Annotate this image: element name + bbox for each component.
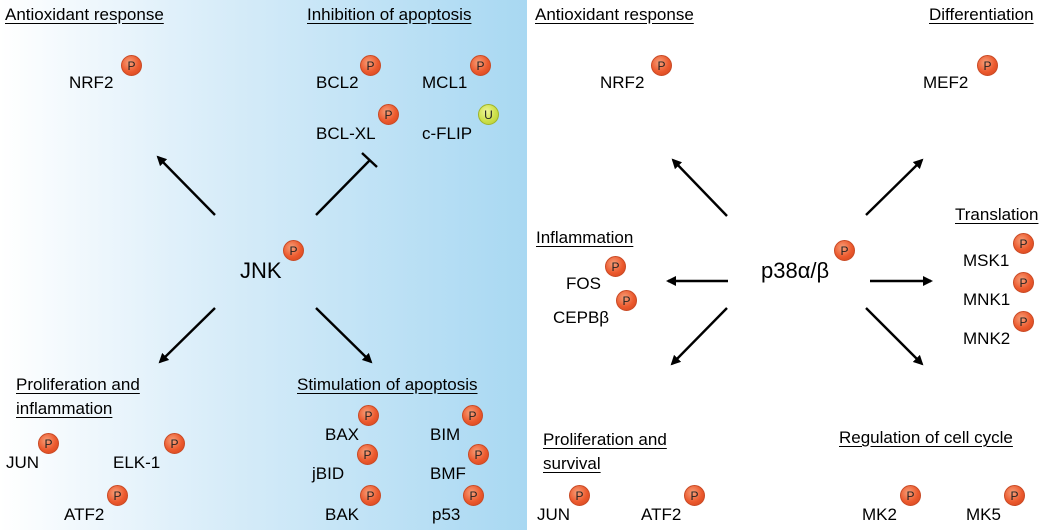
protein-mnk2: MNK2 — [963, 329, 1011, 348]
protein-cepbb: CEPBβ — [553, 308, 610, 327]
phospho-badge: P — [651, 55, 672, 76]
phospho-badge: P — [38, 433, 59, 454]
protein-bim: BIM — [430, 425, 461, 444]
phospho-badge: P — [684, 485, 705, 506]
heading-differentiation: Differentiation — [929, 5, 1034, 24]
heading-inhibition-of-apoptosis: Inhibition of apoptosis — [307, 5, 472, 24]
protein-nrf2-p38: NRF2 — [600, 73, 645, 92]
protein-bak: BAK — [325, 505, 360, 524]
protein-mef2: MEF2 — [923, 73, 969, 92]
arrow-p38-differentiation — [865, 158, 924, 216]
protein-c-flip: c-FLIP — [422, 124, 473, 143]
arrow-p38-proliferation — [670, 307, 728, 366]
phospho-badge: P — [358, 405, 379, 426]
jnk-panel — [0, 0, 528, 530]
arrow-p38-antioxidant — [671, 158, 728, 217]
phospho-badge: P — [468, 444, 489, 465]
protein-bmf: BMF — [430, 464, 466, 483]
phospho-badge: P — [164, 433, 185, 454]
protein-msk1: MSK1 — [963, 251, 1010, 270]
protein-atf2: ATF2 — [64, 505, 105, 524]
protein-bax: BAX — [325, 425, 360, 444]
protein-mk2: MK2 — [862, 505, 897, 524]
phospho-badge: P — [977, 55, 998, 76]
phospho-badge: P — [605, 256, 626, 277]
heading-antioxidant-response: Antioxidant response — [5, 5, 164, 24]
heading-proliferation-survival-line1: Proliferation and — [543, 430, 667, 449]
protein-bcl2: BCL2 — [316, 73, 359, 92]
arrow-jnk-proliferation — [158, 307, 216, 364]
phospho-badge: P — [470, 55, 491, 76]
phospho-badge: P — [1004, 485, 1025, 506]
heading-regulation-of-cell-cycle: Regulation of cell cycle — [839, 428, 1013, 447]
protein-jbid: jBID — [312, 464, 345, 483]
phospho-badge: P — [357, 444, 378, 465]
kinase-jnk: JNK — [240, 258, 282, 283]
arrow-jnk-antioxidant — [156, 155, 216, 216]
inhibit-bar — [361, 152, 378, 168]
phospho-badge: P — [283, 240, 304, 261]
ubiquitin-badge: U — [478, 104, 499, 125]
phospho-badge: P — [1013, 233, 1034, 254]
heading-translation: Translation — [955, 205, 1039, 224]
protein-fos: FOS — [566, 274, 601, 293]
phospho-badge: P — [463, 485, 484, 506]
phospho-badge: P — [834, 240, 855, 261]
kinase-p38: p38α/β — [761, 258, 830, 283]
phospho-badge: P — [360, 485, 381, 506]
phospho-badge: P — [378, 104, 399, 125]
protein-nrf2: NRF2 — [69, 73, 114, 92]
protein-mk5: MK5 — [966, 505, 1001, 524]
arrow-p38-cellcycle — [865, 307, 924, 366]
protein-mnk1: MNK1 — [963, 290, 1011, 309]
phospho-badge: P — [616, 290, 637, 311]
protein-bcl-xl: BCL-XL — [316, 124, 376, 143]
protein-atf2-p38: ATF2 — [641, 505, 682, 524]
heading-proliferation-line2: inflammation — [16, 399, 113, 418]
protein-p53: p53 — [432, 505, 461, 524]
phospho-badge: P — [360, 55, 381, 76]
protein-jun-p38: JUN — [537, 505, 571, 524]
protein-elk-1: ELK-1 — [113, 453, 161, 472]
phospho-badge: P — [569, 485, 590, 506]
phospho-badge: P — [1013, 272, 1034, 293]
heading-inflammation: Inflammation — [536, 228, 634, 247]
phospho-badge: P — [900, 485, 921, 506]
protein-mcl1: MCL1 — [422, 73, 468, 92]
heading-proliferation-survival-line2: survival — [543, 454, 601, 473]
phospho-badge: P — [121, 55, 142, 76]
phospho-badge: P — [1013, 311, 1034, 332]
heading-antioxidant-response-p38: Antioxidant response — [535, 5, 694, 24]
protein-jun: JUN — [6, 453, 40, 472]
panel-divider — [527, 0, 529, 530]
phospho-badge: P — [107, 485, 128, 506]
inhibit-jnk-bclxl — [315, 159, 371, 216]
phospho-badge: P — [462, 405, 483, 426]
arrow-jnk-stimulation — [315, 307, 373, 364]
heading-proliferation-line1: Proliferation and — [16, 375, 140, 394]
heading-stimulation-of-apoptosis: Stimulation of apoptosis — [297, 375, 478, 394]
